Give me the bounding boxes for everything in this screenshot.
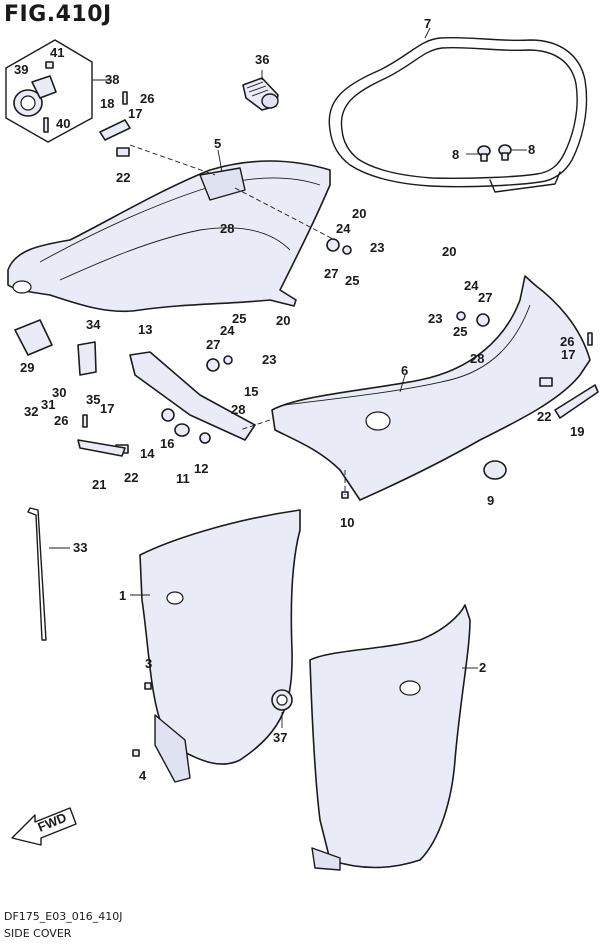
callout-3: 3 <box>145 656 152 671</box>
callout-24c: 24 <box>220 323 235 338</box>
fwd-label: FWD <box>36 810 69 835</box>
part-2-lower-cover-right <box>309 604 471 871</box>
assembly-guides <box>129 144 346 495</box>
part-1-lower-cover-left <box>139 509 301 783</box>
callout-20b: 20 <box>442 244 456 259</box>
leader-lines <box>49 27 527 728</box>
callout-35: 35 <box>86 392 100 407</box>
callout-38: 38 <box>105 72 119 87</box>
inset-box-38 <box>5 39 112 143</box>
callout-12: 12 <box>194 461 208 476</box>
figure-code: DF175_E03_016_410J <box>4 910 123 923</box>
part-36-grommet <box>242 77 279 111</box>
callout-5: 5 <box>214 136 221 151</box>
callout-20a: 20 <box>352 206 366 221</box>
part-5-upper-cover-left <box>7 160 331 313</box>
callout-17c: 17 <box>100 401 114 416</box>
callout-1: 1 <box>119 588 126 603</box>
callout-labels: 7 8 8 36 41 39 38 40 18 26 17 22 5 28 20… <box>14 16 584 783</box>
callout-39: 39 <box>14 62 28 77</box>
callout-28b: 28 <box>470 351 484 366</box>
part-8-clips <box>477 144 512 162</box>
callout-32: 32 <box>24 404 38 419</box>
callout-14: 14 <box>140 446 155 461</box>
callout-6: 6 <box>401 363 408 378</box>
callout-26a: 26 <box>140 91 154 106</box>
callout-33: 33 <box>73 540 87 555</box>
callout-24a: 24 <box>336 221 351 236</box>
callout-20c: 20 <box>276 313 290 328</box>
callout-28c: 28 <box>231 402 245 417</box>
callout-28a: 28 <box>220 221 234 236</box>
callout-19: 19 <box>570 424 584 439</box>
callout-30: 30 <box>52 385 66 400</box>
callout-24b: 24 <box>464 278 479 293</box>
callout-22b: 22 <box>537 409 551 424</box>
callout-27a: 27 <box>324 266 338 281</box>
callout-17b: 17 <box>561 347 575 362</box>
part-7-seal-gasket <box>328 36 588 193</box>
callout-21: 21 <box>92 477 106 492</box>
callout-26b: 26 <box>560 334 574 349</box>
callout-8b: 8 <box>528 142 535 157</box>
callout-9: 9 <box>487 493 494 508</box>
callout-29: 29 <box>20 360 34 375</box>
callout-31: 31 <box>41 397 55 412</box>
figure-caption: SIDE COVER <box>4 927 72 940</box>
callout-10: 10 <box>340 515 354 530</box>
callout-23b: 23 <box>428 311 442 326</box>
fwd-direction-marker: FWD <box>11 807 77 846</box>
part-13-bracket <box>129 351 256 441</box>
callout-41: 41 <box>50 45 64 60</box>
callout-8a: 8 <box>452 147 459 162</box>
part-6-side-cover-right <box>271 275 591 501</box>
figure-title: FIG.410J <box>4 2 112 27</box>
callout-25b: 25 <box>453 324 467 339</box>
callout-40: 40 <box>56 116 70 131</box>
callout-22a: 22 <box>116 170 130 185</box>
callout-23a: 23 <box>370 240 384 255</box>
callout-18: 18 <box>100 96 114 111</box>
callout-25a: 25 <box>345 273 359 288</box>
callout-15: 15 <box>244 384 258 399</box>
callout-27c: 27 <box>206 337 220 352</box>
callout-16: 16 <box>160 436 174 451</box>
callout-4: 4 <box>139 768 147 783</box>
callout-34: 34 <box>86 317 101 332</box>
callout-23c: 23 <box>262 352 276 367</box>
callout-13: 13 <box>138 322 152 337</box>
callout-17a: 17 <box>128 106 142 121</box>
callout-27b: 27 <box>478 290 492 305</box>
callout-2: 2 <box>479 660 486 675</box>
callout-36: 36 <box>255 52 269 67</box>
callout-37: 37 <box>273 730 287 745</box>
callout-11: 11 <box>176 471 190 486</box>
callout-26c: 26 <box>54 413 68 428</box>
callout-22c: 22 <box>124 470 138 485</box>
callout-25c: 25 <box>232 311 246 326</box>
callout-7: 7 <box>424 16 431 31</box>
small-fasteners <box>14 91 599 757</box>
